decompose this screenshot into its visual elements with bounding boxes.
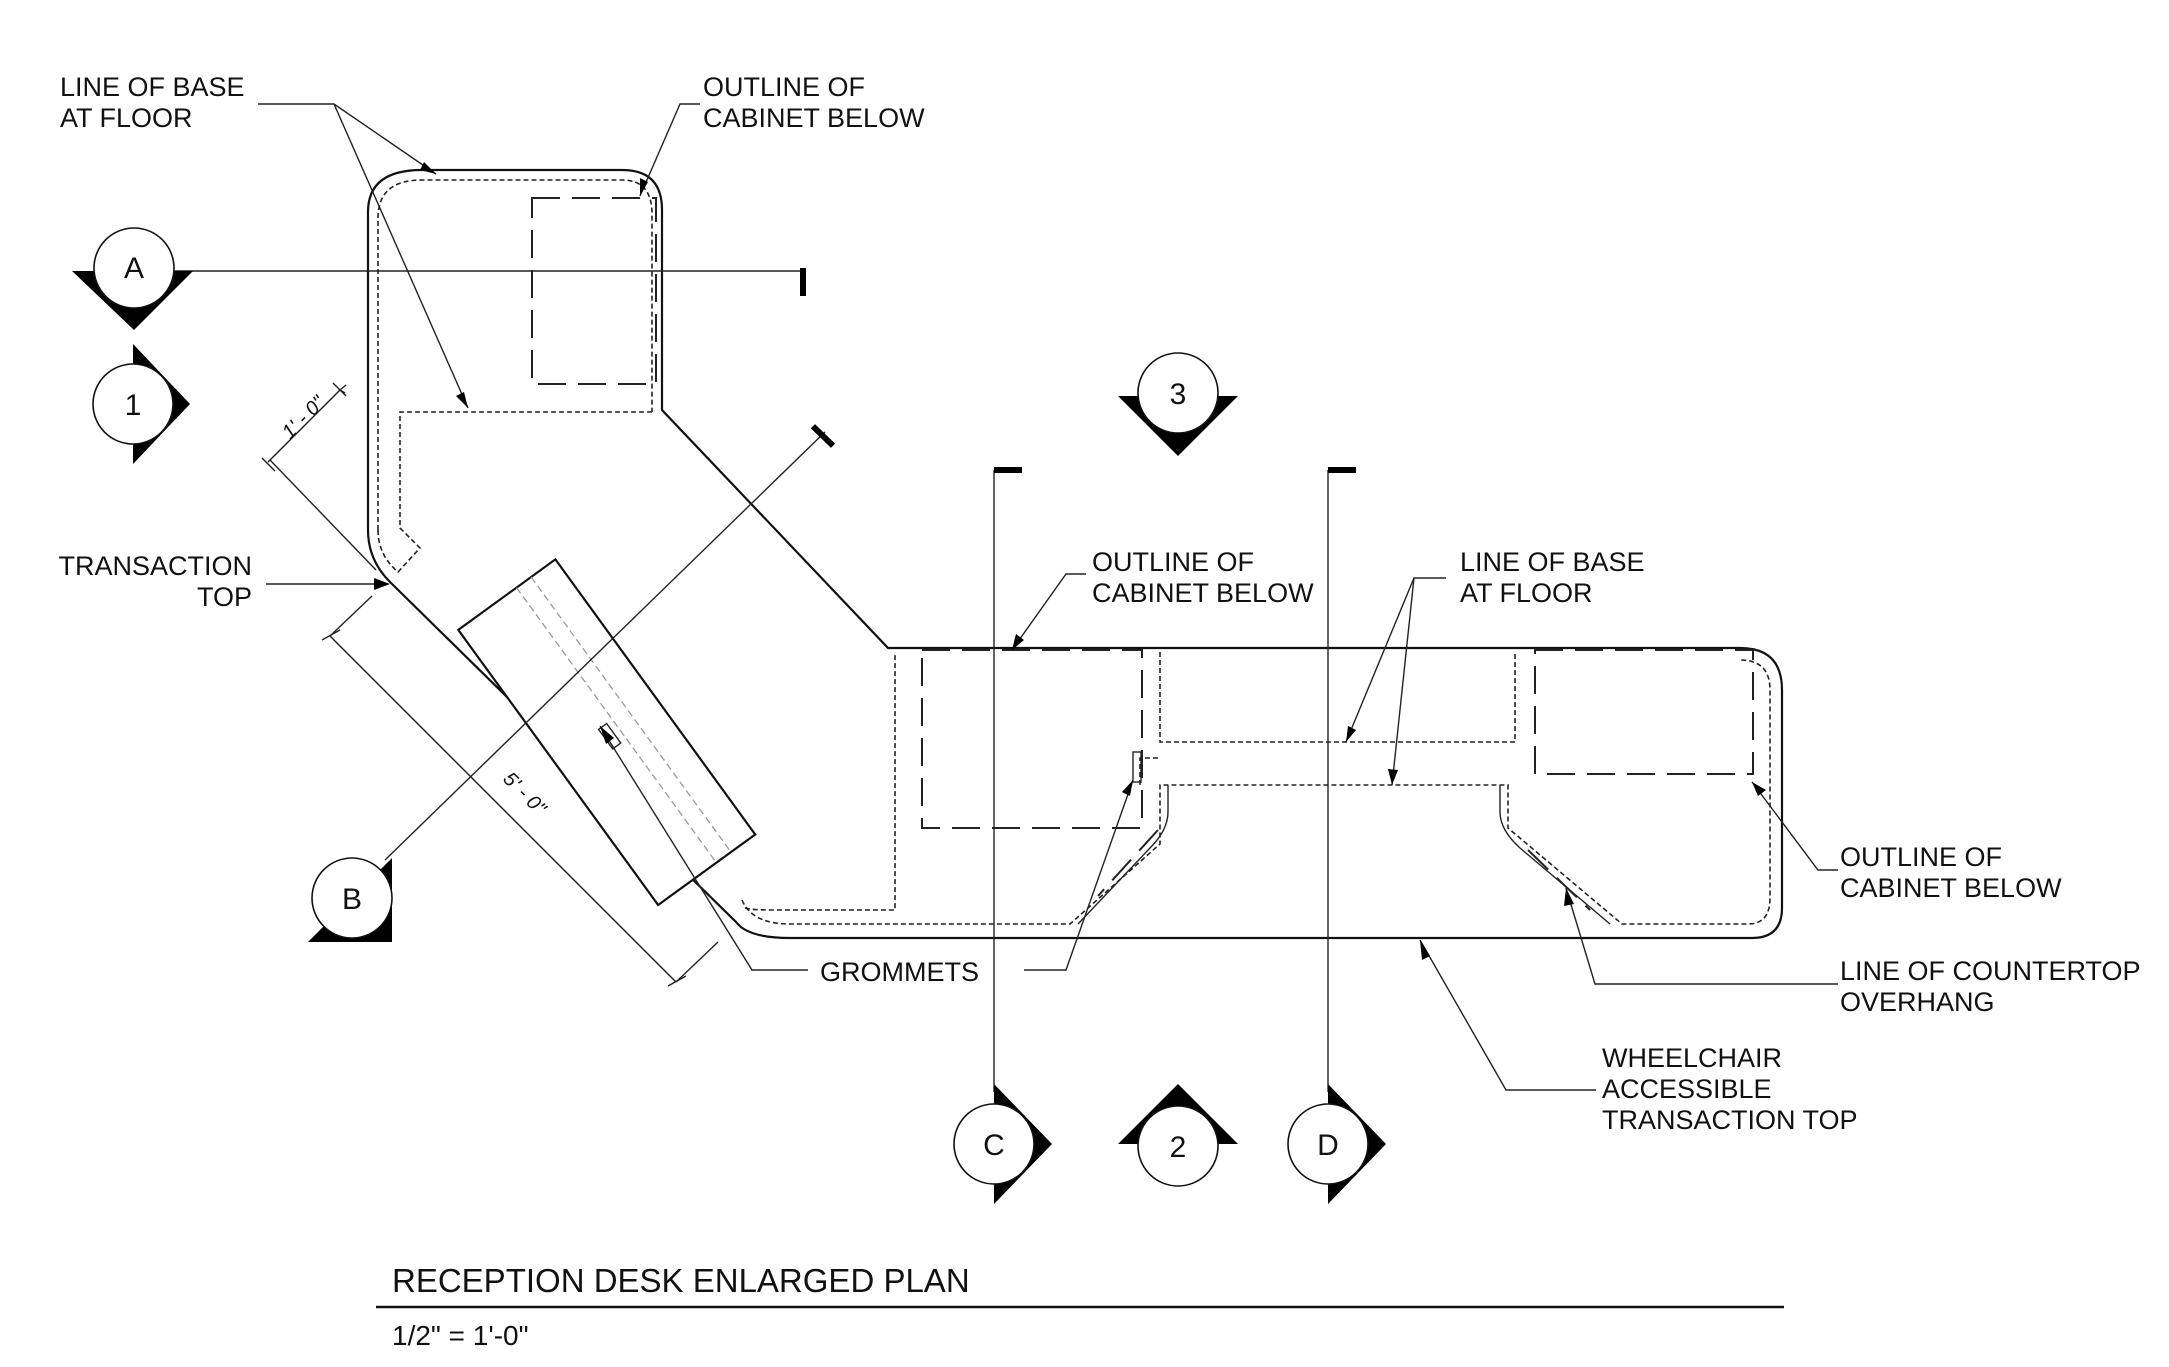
leader-outline-cabinet-top — [639, 103, 700, 197]
note-line-of-base-top: LINE OF BASE AT FLOOR — [60, 72, 245, 133]
note-wheelchair-top: WHEELCHAIR ACCESSIBLE TRANSACTION TOP — [1602, 1043, 1858, 1135]
note-line: TRANSACTION TOP — [1602, 1105, 1858, 1135]
elevation-2-label: 2 — [1170, 1131, 1187, 1164]
note-line: CABINET BELOW — [1840, 873, 2062, 903]
elevation-1-label: 1 — [125, 389, 142, 422]
note-line: OUTLINE OF — [1840, 842, 2002, 872]
note-line: AT FLOOR — [1460, 578, 1593, 608]
cabinet-outline-top — [531, 197, 657, 385]
note-line: LINE OF COUNTERTOP — [1840, 956, 2141, 986]
note-line: TRANSACTION — [58, 551, 252, 581]
note-line: LINE OF BASE — [1460, 547, 1645, 577]
leader-arrow — [640, 178, 648, 196]
base-at-floor-line-bottom — [741, 659, 1771, 925]
note-outline-cabinet-right: OUTLINE OF CABINET BELOW — [1840, 842, 2062, 903]
leader-arrow — [1420, 940, 1430, 960]
section-a-end-tick — [800, 268, 806, 296]
leader-outline-cabinet-mid — [1011, 573, 1086, 651]
note-line: TOP — [197, 582, 252, 612]
desk-countertop-outline — [366, 168, 1784, 940]
elevation-marker-2: 2 — [1118, 1084, 1238, 1187]
note-line: CABINET BELOW — [1092, 578, 1314, 608]
leader-arrow — [1752, 782, 1766, 796]
section-b-end-tick — [810, 424, 836, 448]
section-d-end-tick — [1328, 467, 1356, 473]
base-at-floor-line-left — [377, 411, 652, 574]
note-line: ACCESSIBLE — [1602, 1074, 1772, 1104]
note-grommets: GROMMETS — [820, 957, 979, 987]
leader-line-of-base-mid — [1345, 577, 1446, 786]
drawing-scale: 1/2" = 1'-0" — [392, 1320, 529, 1351]
leader-arrow — [1012, 634, 1024, 650]
note-line: OUTLINE OF — [1092, 547, 1254, 577]
note-line-of-base-mid: LINE OF BASE AT FLOOR — [1460, 547, 1645, 608]
note-line: AT FLOOR — [60, 103, 193, 133]
note-transaction-top: TRANSACTION TOP — [58, 551, 252, 612]
note-line: OUTLINE OF — [703, 72, 865, 102]
section-a-label: A — [124, 252, 144, 285]
leader-grommets — [599, 725, 1134, 971]
base-at-floor-channel — [1159, 652, 1516, 743]
section-marker-b: B — [308, 857, 393, 942]
overhang-dashed-right — [1527, 849, 1591, 911]
cabinet-outline-mid — [921, 649, 1143, 829]
grommet-mid — [1132, 751, 1142, 783]
section-d-label: D — [1317, 1129, 1339, 1162]
dimension-depth: 1' - 0" — [261, 382, 377, 571]
elevation-3-label: 3 — [1170, 378, 1187, 411]
elevation-marker-3: 3 — [1118, 352, 1238, 456]
drawing-title: RECEPTION DESK ENLARGED PLAN — [392, 1262, 970, 1299]
leader-arrow — [374, 578, 390, 590]
section-marker-d: D — [1287, 1084, 1386, 1204]
section-line-b — [384, 431, 826, 861]
note-line: CABINET BELOW — [703, 103, 925, 133]
base-at-floor-line — [377, 179, 653, 530]
leader-countertop-overhang — [1565, 887, 1838, 985]
note-outline-cabinet-top: OUTLINE OF CABINET BELOW — [703, 72, 925, 133]
leader-arrow — [1564, 888, 1574, 906]
section-marker-a: A — [72, 227, 193, 330]
section-b-label: B — [342, 883, 362, 916]
section-c-end-tick — [994, 467, 1022, 473]
section-c-label: C — [983, 1129, 1005, 1162]
note-outline-cabinet-mid: OUTLINE OF CABINET BELOW — [1092, 547, 1314, 608]
note-countertop-overhang: LINE OF COUNTERTOP OVERHANG — [1840, 956, 2141, 1017]
overhang-line-left — [1077, 785, 1169, 925]
note-line: LINE OF BASE — [60, 72, 245, 102]
cabinet-outline-right — [1534, 649, 1754, 775]
note-line: OVERHANG — [1840, 987, 1995, 1017]
elevation-marker-1: 1 — [92, 344, 190, 464]
depth-dimension-text: 1' - 0" — [278, 391, 330, 443]
section-marker-c: C — [953, 1084, 1052, 1204]
base-at-floor-channel-lower — [1139, 757, 1160, 785]
note-line: WHEELCHAIR — [1602, 1043, 1782, 1073]
overhang-dashed-left — [1097, 829, 1159, 897]
overhang-line-right — [1499, 785, 1611, 925]
leader-outline-cabinet-right — [1751, 781, 1838, 871]
leader-line-of-base-top — [258, 103, 469, 409]
base-at-floor-line-inner — [744, 652, 896, 911]
leader-wheelchair-top — [1419, 939, 1596, 1091]
